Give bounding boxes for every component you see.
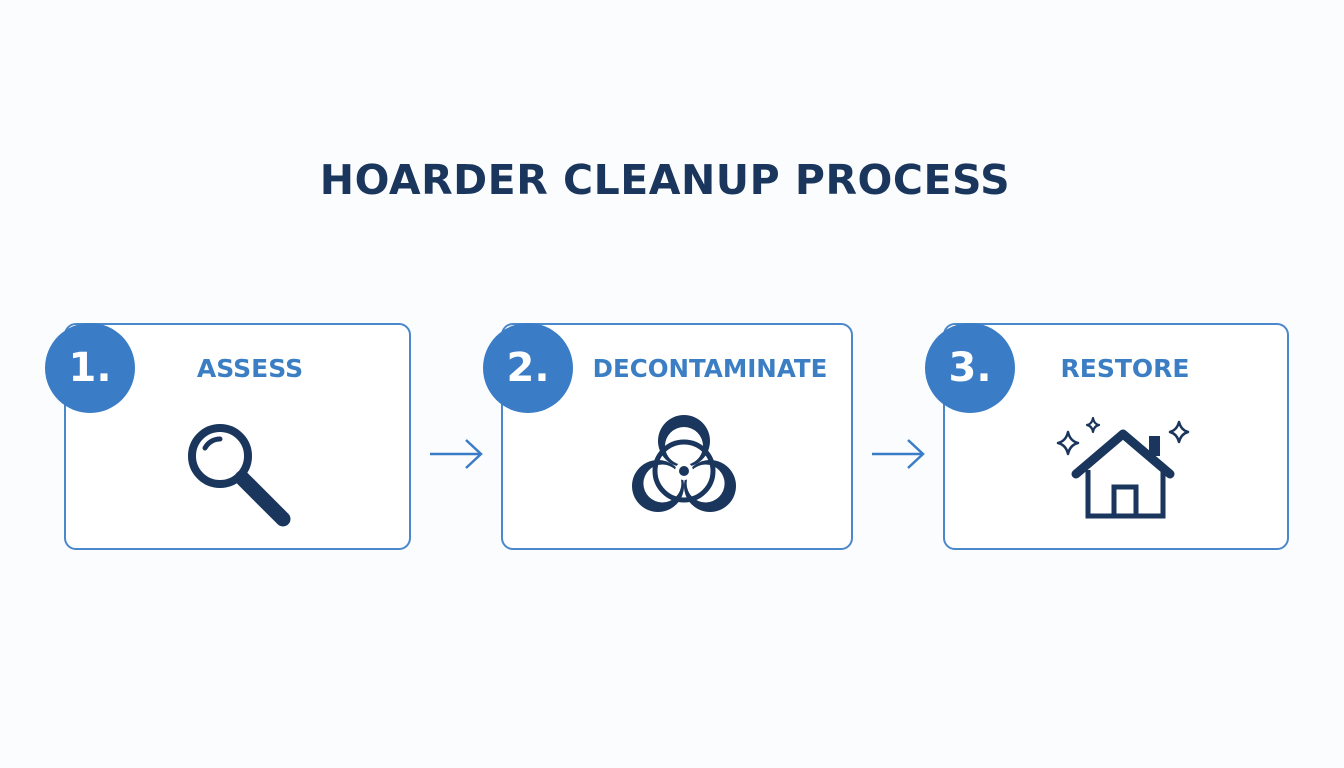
arrow-right-icon (872, 439, 925, 469)
biohazard-icon (632, 415, 736, 512)
page-title: HOARDER CLEANUP PROCESS (319, 156, 1011, 204)
sparkling-house-icon (1056, 416, 1190, 519)
step-label: DECONTAMINATE (592, 354, 828, 383)
step-label: RESTORE (1060, 354, 1190, 383)
magnifying-glass-icon (188, 424, 291, 527)
step-label: ASSESS (196, 354, 304, 383)
step-number-badge: 2. (483, 323, 573, 413)
step-number-badge: 1. (45, 323, 135, 413)
arrow-right-icon (430, 439, 483, 469)
step-number-badge: 3. (925, 323, 1015, 413)
